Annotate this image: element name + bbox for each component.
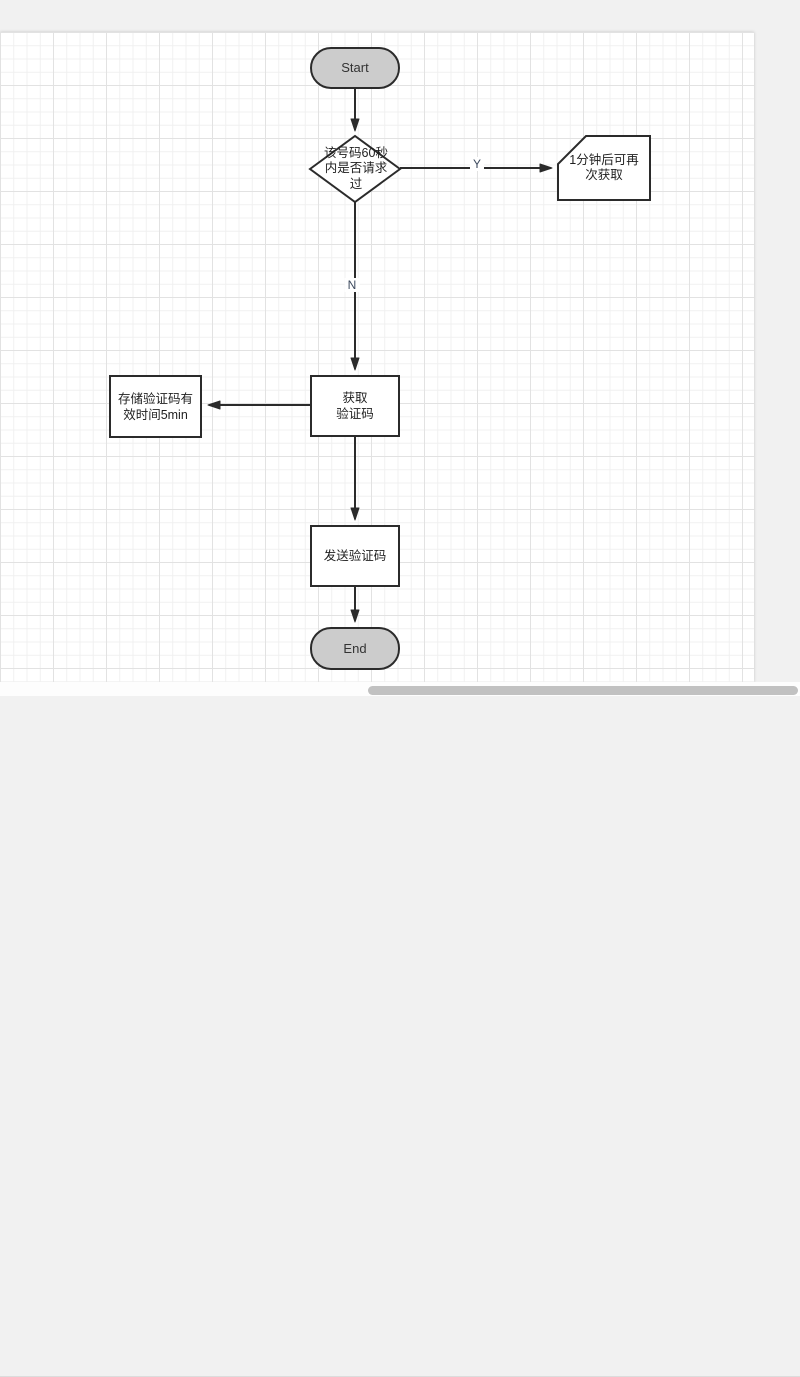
send-code-label: 发送验证码	[323, 549, 387, 563]
node-retry-card-shape[interactable]	[557, 135, 651, 201]
horizontal-scrollbar-track	[0, 682, 800, 1377]
edge-label-no[interactable]: N	[344, 278, 360, 292]
get-code-line-1: 获取	[342, 391, 368, 405]
node-start-label: Start	[341, 60, 369, 75]
get-code-line-2: 验证码	[336, 407, 374, 421]
node-end-label: End	[343, 640, 367, 656]
store-code-line-2: 效时间5min	[123, 407, 188, 422]
edge-label-yes[interactable]: Y	[469, 157, 485, 171]
edges-and-shapes-layer	[207, 89, 651, 623]
diagram-layer: Start 该号码60秒 内是否请求 过 1分钟后可再 次获取 获取 验证码 存…	[109, 47, 651, 670]
diagram-app: { "app": { "description": "Flowchart of …	[0, 32, 800, 1377]
horizontal-scrollbar-thumb[interactable]	[368, 686, 798, 695]
node-end[interactable]: End	[310, 627, 400, 670]
node-start[interactable]: Start	[310, 47, 400, 89]
node-send-code[interactable]: 发送验证码	[310, 525, 400, 587]
node-get-code[interactable]: 获取 验证码	[310, 375, 400, 437]
node-decision-shape[interactable]	[308, 134, 402, 204]
node-store-code[interactable]: 存储验证码有 效时间5min	[109, 375, 202, 438]
store-code-line-1: 存储验证码有	[117, 391, 193, 406]
